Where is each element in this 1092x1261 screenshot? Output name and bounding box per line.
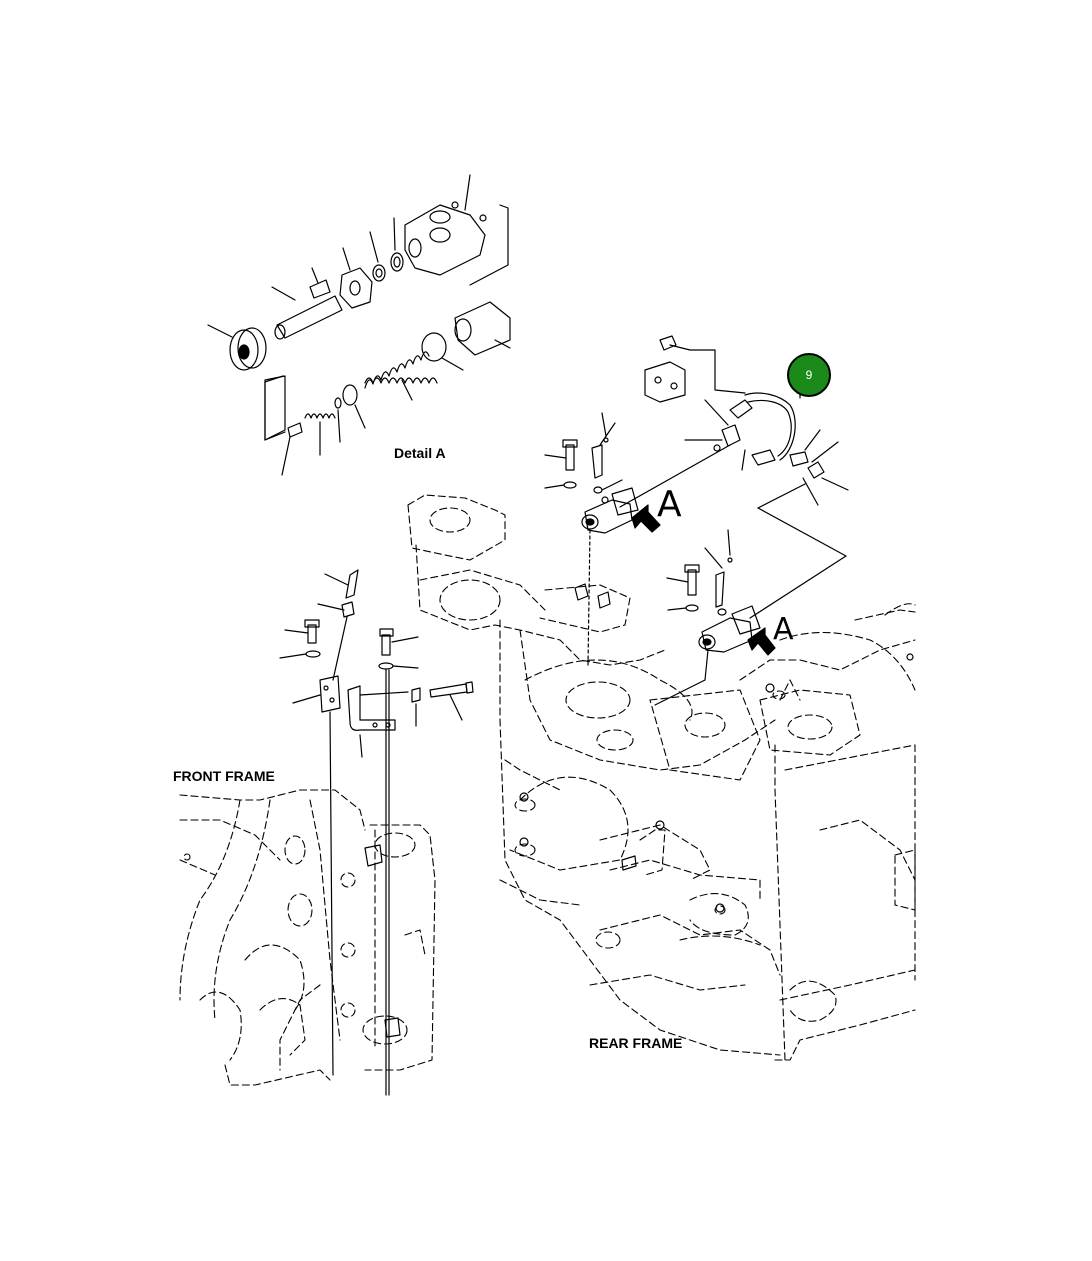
front-frame-label: FRONT FRAME: [173, 768, 275, 784]
flange-plate: [339, 247, 373, 309]
solenoid-valve-lower: [654, 529, 847, 706]
solenoid-valve-upper: [544, 412, 731, 666]
hose-assembly: [644, 335, 849, 557]
rear-frame: [407, 494, 916, 1061]
front-frame: [179, 789, 436, 1086]
front-bracket-parts: [279, 569, 474, 1096]
valve-body: [404, 174, 487, 276]
shaft: [271, 267, 343, 340]
plug-nut: [454, 301, 511, 356]
view-arrow-lower: [747, 627, 776, 656]
end-cap: [207, 324, 267, 371]
frame-hardware: [364, 583, 914, 1038]
o-ring: [369, 217, 404, 282]
spring: [281, 351, 438, 476]
detail-a-assembly: [207, 174, 511, 476]
detail-a-label: Detail A: [394, 445, 446, 461]
part-callout-9[interactable]: 9: [787, 353, 831, 397]
view-a-lower-letter: A: [773, 612, 794, 647]
part-callout-number: 9: [805, 368, 813, 382]
view-arrow-upper: [631, 504, 661, 533]
view-a-upper-letter: A: [657, 484, 682, 525]
large-o-ring: [421, 332, 447, 362]
rear-frame-label: REAR FRAME: [589, 1035, 683, 1051]
